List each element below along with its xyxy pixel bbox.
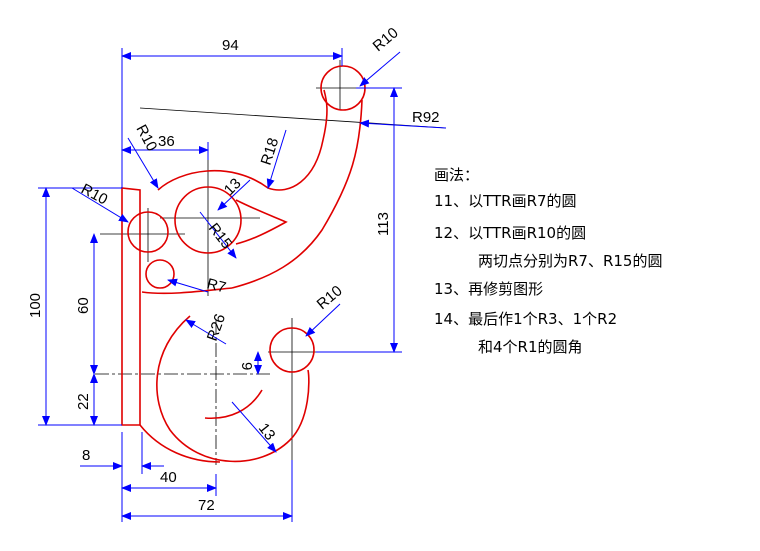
inner-arc-2 — [204, 389, 263, 420]
lower-arc — [156, 315, 310, 463]
step-11: 11、以TTR画R7的圆 — [434, 192, 577, 210]
circle-r15 — [174, 186, 242, 254]
step-12: 12、以TTR画R10的圆 — [434, 224, 587, 242]
dim-22: 22 — [75, 393, 92, 410]
dim-r92: R92 — [412, 109, 440, 126]
left-body — [121, 187, 141, 426]
dim-36: 36 — [158, 133, 175, 150]
lower-left-link — [141, 287, 233, 295]
step-13: 13、再修剪图形 — [434, 280, 544, 298]
dim-r10-bottom: R10 — [314, 282, 346, 313]
dim-r7: R7 — [205, 275, 228, 296]
dim-113: 113 — [375, 212, 392, 236]
step-14: 14、最后作1个R3、1个R2 — [434, 310, 618, 328]
dimension-labels: 94 36 R10 R10 R10 R18 13 R15 R92 R7 R10 … — [27, 24, 440, 514]
dim-72: 72 — [198, 497, 215, 514]
notes-title: 画法： — [434, 166, 480, 184]
circle-r10-left — [127, 211, 169, 253]
dim-r10-top: R10 — [370, 24, 402, 55]
dim-60: 60 — [75, 297, 92, 314]
dimension-lines — [38, 48, 447, 522]
circle-r10-bottom — [269, 327, 315, 373]
tongue — [235, 199, 288, 245]
dim-8: 8 — [82, 447, 90, 464]
dim-r18: R18 — [258, 136, 283, 167]
dim-13-upper: 13 — [221, 175, 245, 199]
dim-100: 100 — [27, 293, 44, 318]
inner-lower-arc — [139, 424, 221, 463]
dim-9: 9 — [238, 362, 255, 370]
upper-arc — [157, 89, 328, 191]
circle-r7 — [145, 259, 175, 289]
step-14-detail: 和4个R1的圆角 — [478, 338, 583, 356]
hook-outline — [121, 65, 366, 463]
dim-94: 94 — [222, 37, 239, 54]
dim-r26: R26 — [204, 312, 229, 344]
hook-right-arm — [231, 99, 363, 289]
step-12-detail: 两切点分别为R7、R15的圆 — [478, 252, 663, 270]
dim-13-lower: 13 — [255, 420, 279, 444]
dim-r10-left-diag: R10 — [132, 122, 160, 154]
dim-r10-left: R10 — [78, 181, 110, 209]
dim-40: 40 — [160, 469, 177, 486]
